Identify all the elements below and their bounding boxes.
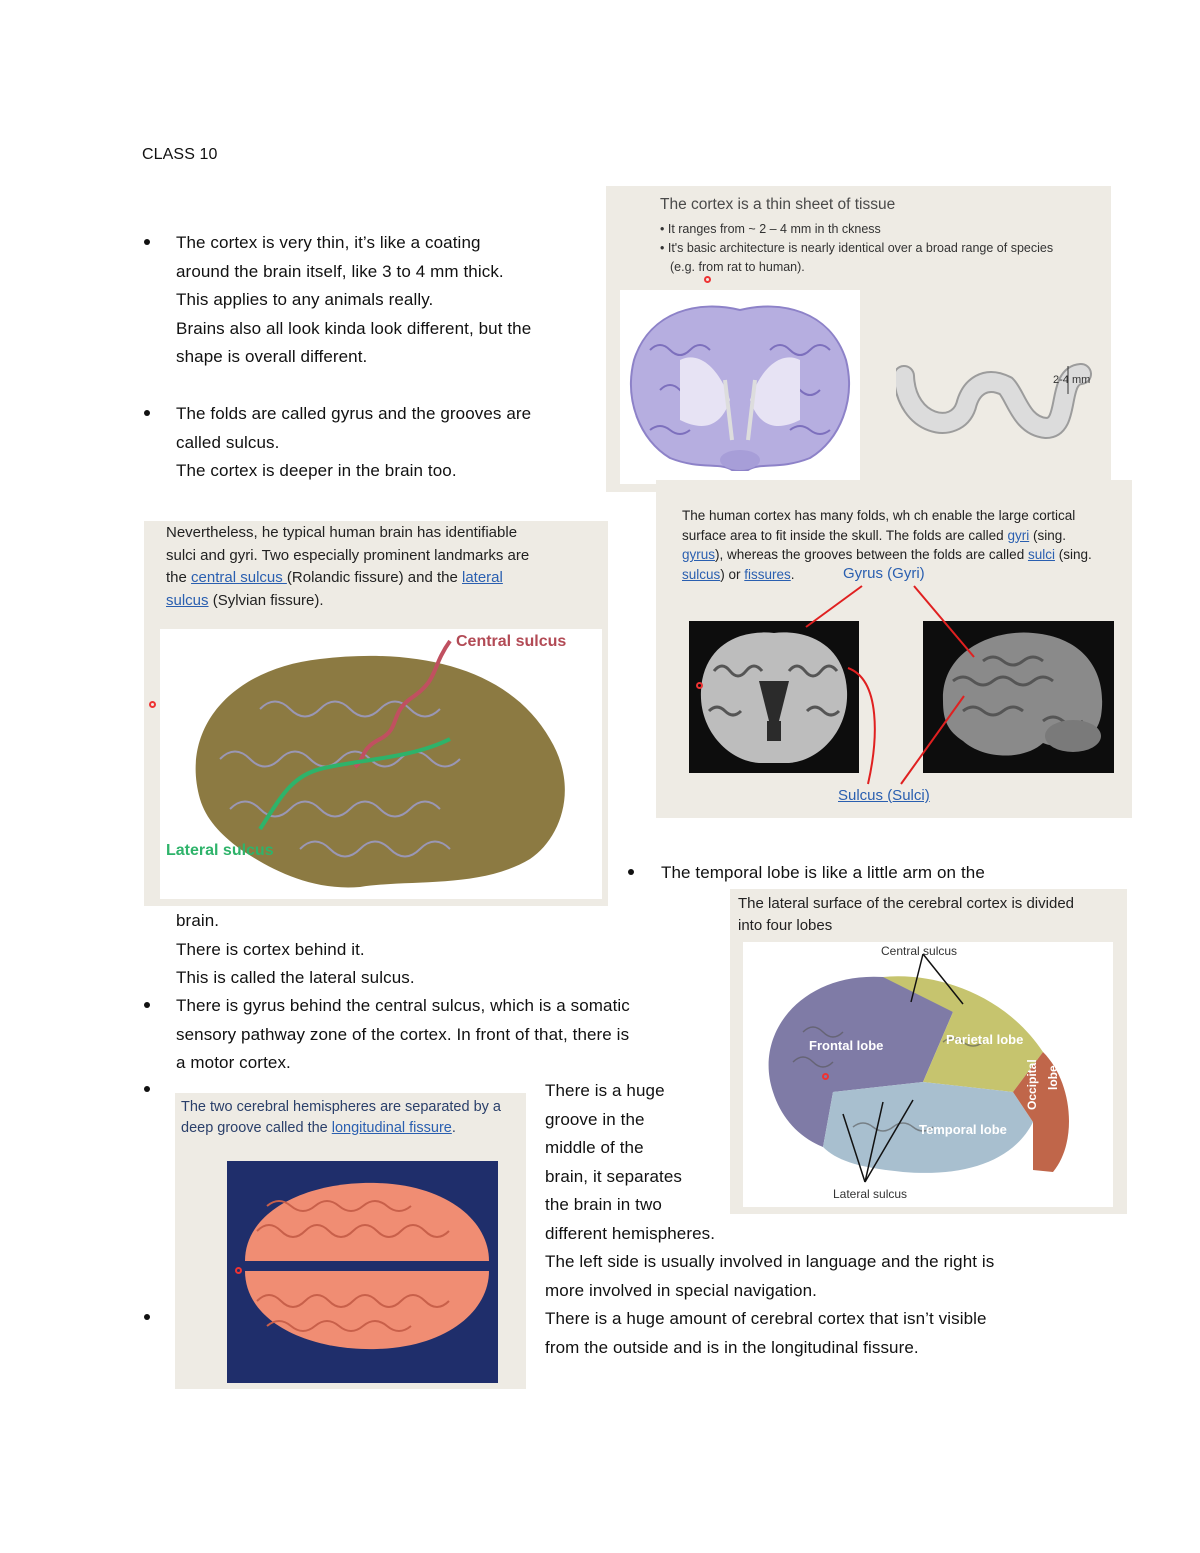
link-gyrus[interactable]: gyrus xyxy=(682,547,716,562)
cursor-dot xyxy=(696,682,703,689)
lateral-sulcus-label: Lateral sulcus xyxy=(833,1187,908,1201)
note-cortex-thin: The cortex is very thin, it’s like a coa… xyxy=(176,233,532,366)
bullet-marker xyxy=(144,1314,150,1320)
thickness-label: 2-4 mm xyxy=(1053,374,1091,386)
slide-sulcus-text: Nevertheless, he typical human brain has… xyxy=(166,524,530,609)
note-temporal-rest: brain.There is cortex behind it.This is … xyxy=(176,911,415,987)
cursor-dot xyxy=(149,701,156,708)
slide-lobes-title: The lateral surface of the cerebral cort… xyxy=(738,895,1074,934)
coronal-section-image xyxy=(620,290,860,484)
note-gyrus-sulcus: The folds are called gyrus and the groov… xyxy=(176,404,532,480)
gyrus-label: Gyrus (Gyri) xyxy=(843,565,925,582)
hemispheres-image xyxy=(227,1161,498,1383)
temporal-lobe-label: Temporal lobe xyxy=(919,1122,1007,1137)
central-sulcus-label: Central sulcus xyxy=(881,944,958,958)
slide-fissure-text: The two cerebral hemispheres are separat… xyxy=(181,1099,501,1136)
occipital-lobe-label: Occipital xyxy=(1025,1059,1039,1110)
central-sulcus-label: Central sulcus xyxy=(456,633,567,650)
slide-four-lobes: The lateral surface of the cerebral cort… xyxy=(730,889,1127,1214)
bullet-marker xyxy=(144,1002,150,1008)
bullet-marker xyxy=(144,1086,150,1092)
lobes-diagram: Central sulcus Frontal lobe Parietal lob… xyxy=(743,942,1113,1207)
link-gyri[interactable]: gyri xyxy=(1007,527,1030,543)
frontal-lobe-label: Frontal lobe xyxy=(809,1038,884,1053)
page-title: CLASS 10 xyxy=(142,146,218,163)
slide-thin-cortex: The cortex is a thin sheet of tissue • I… xyxy=(606,186,1111,492)
link-sulci[interactable]: sulci xyxy=(1027,547,1055,562)
note-somatic: There is gyrus behind the central sulcus… xyxy=(176,996,630,1072)
bullet-marker xyxy=(628,869,634,875)
slide-sulcus-landmarks: Nevertheless, he typical human brain has… xyxy=(144,521,608,906)
link-sulcus[interactable]: sulcus xyxy=(682,566,721,582)
sulcus-label: Sulcus (Sulci) xyxy=(838,787,930,804)
link-central-sulcus[interactable]: central sulcus xyxy=(191,569,287,586)
slide-folds: The human cortex has many folds, wh ch e… xyxy=(656,480,1132,818)
coronal-mri-image xyxy=(689,621,859,773)
note-temporal-first: The temporal lobe is like a little arm o… xyxy=(661,863,985,882)
lateral-sulcus-label: Lateral sulcus xyxy=(166,842,274,859)
link-sulcus[interactable]: sulcus xyxy=(166,591,209,609)
slide-title: The cortex is a thin sheet of tissue xyxy=(660,196,896,213)
bullet-marker xyxy=(144,239,150,245)
brain-sulcus-image: Central sulcus Lateral sulcus xyxy=(160,629,602,899)
slide-folds-text: The human cortex has many folds, wh ch e… xyxy=(682,508,1092,582)
link-fissures[interactable]: fissures xyxy=(744,566,791,582)
cursor-dot xyxy=(822,1073,829,1080)
link-lateral[interactable]: lateral xyxy=(462,569,503,586)
slide-bullets: • It ranges from ~ 2 – 4 mm in th ckness… xyxy=(660,222,1054,274)
cursor-dot xyxy=(235,1267,242,1274)
link-longitudinal-fissure[interactable]: longitudinal fissure xyxy=(331,1120,452,1136)
bullet-marker xyxy=(144,410,150,416)
parietal-lobe-label: Parietal lobe xyxy=(946,1032,1024,1047)
cortex-thickness-diagram xyxy=(896,363,1092,440)
pointer-lines xyxy=(805,585,975,785)
occipital-lobe-label-2: lobe xyxy=(1046,1065,1060,1090)
lateral-brain-photo xyxy=(923,621,1114,773)
cursor-dot xyxy=(704,276,711,283)
slide-longitudinal-fissure: The two cerebral hemispheres are separat… xyxy=(175,1093,526,1389)
